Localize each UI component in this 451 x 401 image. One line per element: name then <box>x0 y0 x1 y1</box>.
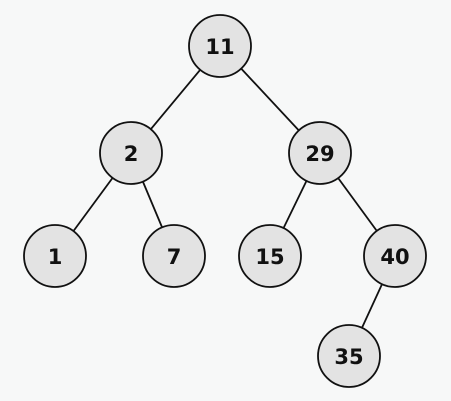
tree-node-29: 29 <box>288 121 352 185</box>
tree-node-label: 15 <box>255 245 284 269</box>
tree-node-1: 1 <box>23 224 87 288</box>
tree-node-circle <box>23 224 87 288</box>
tree-node-label: 35 <box>334 345 363 369</box>
tree-node-circle <box>238 224 302 288</box>
tree-node-2: 2 <box>99 121 163 185</box>
tree-node-label: 2 <box>124 142 139 166</box>
tree-edge-n11-n2 <box>150 69 201 130</box>
tree-node-label: 11 <box>205 35 234 59</box>
tree-node-label: 40 <box>380 245 409 269</box>
tree-edge-n2-n1 <box>72 177 114 232</box>
tree-node-circle <box>288 121 352 185</box>
tree-edges <box>72 67 383 329</box>
tree-node-label: 29 <box>305 142 334 166</box>
tree-edge-n29-n15 <box>282 180 308 229</box>
tree-node-40: 40 <box>363 224 427 288</box>
tree-node-label: 1 <box>48 245 63 269</box>
tree-node-15: 15 <box>238 224 302 288</box>
tree-edge-n29-n40 <box>337 177 378 232</box>
tree-node-11: 11 <box>188 14 252 78</box>
tree-node-label: 7 <box>167 245 182 269</box>
tree-node-circle <box>317 324 381 388</box>
tree-node-circle <box>142 224 206 288</box>
tree-node-circle <box>99 121 163 185</box>
tree-node-7: 7 <box>142 224 206 288</box>
tree-node-circle <box>363 224 427 288</box>
tree-edge-n40-n35 <box>361 283 383 329</box>
tree-edge-n2-n7 <box>142 181 163 228</box>
tree-node-35: 35 <box>317 324 381 388</box>
tree-edge-n11-n29 <box>240 67 300 132</box>
tree-node-circle <box>188 14 252 78</box>
tree-nodes: 11 2 29 1 7 15 40 35 <box>23 14 427 388</box>
